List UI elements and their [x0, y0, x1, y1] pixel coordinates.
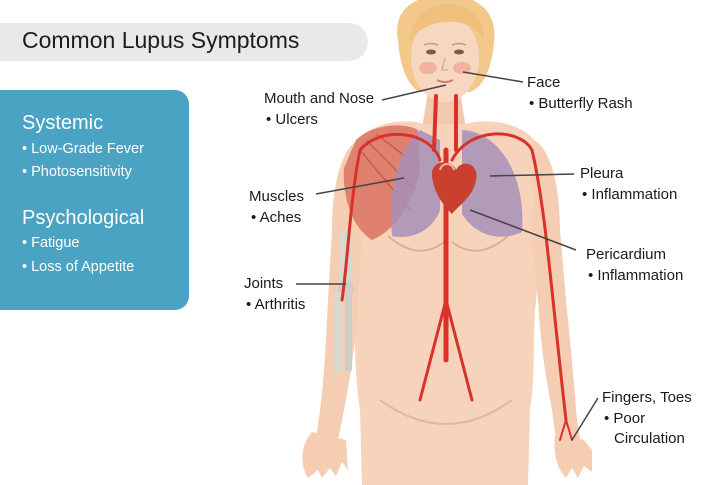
page-title: Common Lupus Symptoms	[22, 27, 300, 53]
callout-fingers-detail: • Poor	[604, 410, 646, 427]
callout-pericardium-label: Pericardium	[586, 246, 667, 263]
callout-pericardium-detail: • Inflammation	[588, 267, 684, 284]
panel-heading-systemic: Systemic	[22, 112, 104, 134]
arteries	[340, 94, 573, 441]
panel-item: • Low-Grade Fever	[22, 141, 144, 157]
symptom-panel: Systemic • Low-Grade Fever • Photosensit…	[0, 90, 189, 310]
callout-mouth-label: Mouth and Nose	[264, 90, 375, 107]
callout-fingers-label: Fingers, Toes	[602, 389, 692, 406]
callout-muscles-detail: • Aches	[251, 209, 302, 226]
callout-mouth-detail: • Ulcers	[266, 111, 318, 128]
panel-item: • Loss of Appetite	[22, 259, 135, 275]
title-bar: Common Lupus Symptoms	[0, 23, 368, 61]
panel-heading-psychological: Psychological	[22, 207, 145, 229]
callout-joints-detail: • Arthritis	[246, 296, 306, 313]
callout-pleura-label: Pleura	[580, 165, 624, 182]
panel-item: • Photosensitivity	[22, 164, 132, 180]
arm-bone	[334, 230, 354, 372]
callout-lines	[296, 71, 599, 441]
callout-fingers-detail-cont: Circulation	[614, 430, 685, 447]
callout-face-label: Face	[527, 74, 561, 91]
panel-item: • Fatigue	[22, 235, 80, 251]
callout-pleura-detail: • Inflammation	[582, 186, 678, 203]
heart-icon	[431, 162, 477, 214]
callout-muscles-label: Muscles	[249, 188, 305, 205]
lungs	[391, 130, 523, 237]
callout-face-detail: • Butterfly Rash	[529, 95, 633, 112]
callout-joints-label: Joints	[244, 275, 284, 292]
